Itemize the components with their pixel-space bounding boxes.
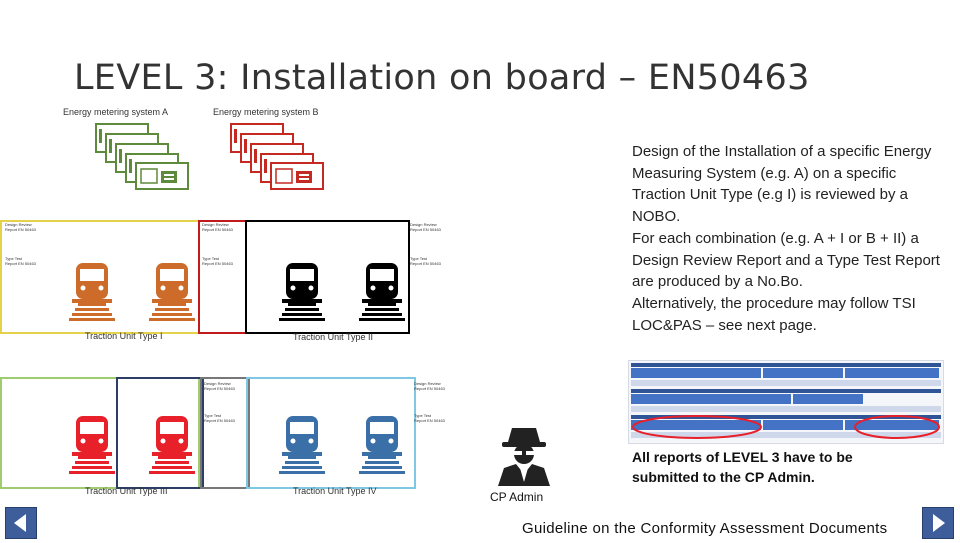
description-text: Design of the Installation of a specific… xyxy=(632,141,952,336)
train-icon xyxy=(279,416,325,474)
type-line-text: Report EN 50463 xyxy=(202,261,233,266)
doc-block: Design Review Report EN 50463 Type Test … xyxy=(410,222,448,266)
train-icon xyxy=(279,263,325,321)
process-screenshot-thumbnail xyxy=(628,360,944,444)
traction-unit-panel-2: Design Review Report EN 50463 Type Test … xyxy=(0,377,445,489)
description-para-3: Alternatively, the procedure may follow … xyxy=(632,294,916,334)
doc-block: Design Review Report EN 50463 Type Test … xyxy=(202,222,240,266)
type-line-text: Report EN 50463 xyxy=(204,418,235,423)
panel-2-grey-frame xyxy=(200,377,250,489)
report-line-text: Report EN 50463 xyxy=(202,227,233,232)
type-test-text: Type Test xyxy=(204,413,222,418)
design-review-text: Design Review xyxy=(204,381,231,386)
type-test-text: Type Test xyxy=(414,413,432,418)
train-icon xyxy=(69,416,115,474)
train-icon xyxy=(69,263,115,321)
traction-unit-panel-1: Design Review Report EN 50463 Type Test … xyxy=(0,220,441,334)
type-test-text: Type Test xyxy=(5,256,23,261)
description-para-2: For each combination (e.g. A + I or B + … xyxy=(632,229,940,291)
design-review-text: Design Review xyxy=(410,222,437,227)
previous-slide-button[interactable] xyxy=(5,507,37,539)
doc-block: Design Review Report EN 50463 Type Test … xyxy=(204,381,242,423)
traction-unit-type-1-label: Traction Unit Type I xyxy=(85,331,163,341)
cp-admin-label: CP Admin xyxy=(490,490,544,504)
type-test-text: Type Test xyxy=(410,256,428,261)
row-1-trains xyxy=(69,263,405,321)
guideline-footer: Guideline on the Conformity Assessment D… xyxy=(522,520,888,537)
type-line-text: Report EN 50463 xyxy=(5,261,36,266)
train-icon xyxy=(149,263,195,321)
train-icon xyxy=(149,416,195,474)
traction-unit-type-3-label: Traction Unit Type III xyxy=(85,486,168,496)
report-line-text: Report EN 50463 xyxy=(414,386,445,391)
design-review-text: Design Review xyxy=(202,222,229,227)
report-line-text: Report EN 50463 xyxy=(410,227,441,232)
doc-block: Design Review Report EN 50463 Type Test … xyxy=(5,222,43,266)
system-a-card-stack xyxy=(95,123,195,193)
type-line-text: Report EN 50463 xyxy=(414,418,445,423)
previous-slide-icon xyxy=(14,514,26,532)
description-para-1: Design of the Installation of a specific… xyxy=(632,143,932,226)
next-slide-icon xyxy=(933,514,945,532)
design-review-text: Design Review xyxy=(5,222,32,227)
next-slide-button[interactable] xyxy=(922,507,954,539)
spy-icon xyxy=(498,428,550,486)
panel-1-black-frame xyxy=(245,220,410,334)
row-2-trains xyxy=(69,416,405,474)
report-line-text: Report EN 50463 xyxy=(5,227,36,232)
panel-2-blue-frame xyxy=(246,377,416,489)
report-line-text: Report EN 50463 xyxy=(204,386,235,391)
traction-unit-type-2-label: Traction Unit Type II xyxy=(293,332,374,342)
slide-title: LEVEL 3: Installation on board – EN50463 xyxy=(74,58,810,98)
traction-unit-type-4-label: Traction Unit Type IV xyxy=(293,486,377,496)
type-line-text: Report EN 50463 xyxy=(410,261,441,266)
train-icon xyxy=(359,263,405,321)
design-review-text: Design Review xyxy=(414,381,441,386)
panel-2-navy-frame xyxy=(116,377,204,489)
doc-block: Design Review Report EN 50463 Type Test … xyxy=(414,381,452,423)
system-b-label: Energy metering system B xyxy=(213,107,319,117)
system-a-label: Energy metering system A xyxy=(63,107,169,117)
system-b-card-stack xyxy=(230,123,330,193)
level3-note: All reports of LEVEL 3 have to be submit… xyxy=(632,449,853,485)
system-a-cards-graphic xyxy=(95,123,189,190)
train-icon xyxy=(359,416,405,474)
type-test-text: Type Test xyxy=(202,256,220,261)
process-thumbnail-graphic xyxy=(631,363,941,439)
panel-2-a-frame xyxy=(0,377,200,489)
system-b-cards-graphic xyxy=(230,123,324,190)
